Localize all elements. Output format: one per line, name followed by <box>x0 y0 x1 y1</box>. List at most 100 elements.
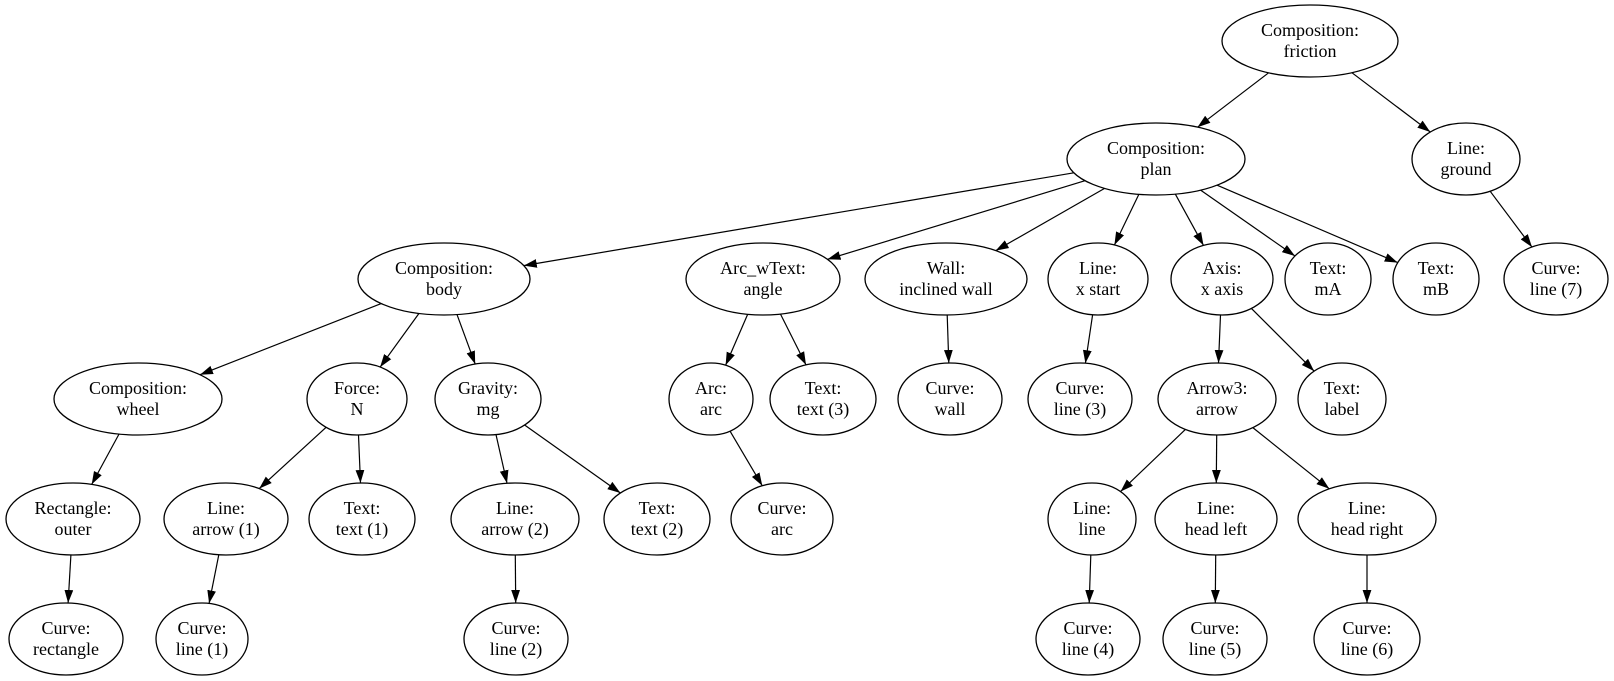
node-type-label: Curve: <box>1056 378 1105 398</box>
node-ellipse <box>897 362 1003 436</box>
node-type-label: Curve: <box>758 498 807 518</box>
node-ellipse <box>357 242 531 316</box>
node-name-label: mA <box>1315 279 1342 299</box>
node-ellipse <box>163 482 289 556</box>
node-arcwtext-angle: Arc_wText:angle <box>685 242 841 316</box>
edge-rectangle-outer-to-curve-rectangle <box>64 554 74 604</box>
node-type-label: Composition: <box>1107 138 1205 158</box>
node-type-label: Text: <box>639 498 676 518</box>
node-name-label: mg <box>476 399 499 419</box>
node-text-label: Text:label <box>1297 362 1387 436</box>
node-type-label: Curve: <box>178 618 227 638</box>
node-curve-arc: Curve:arc <box>730 482 834 556</box>
node-ellipse <box>1157 362 1277 436</box>
node-curve-rectangle: Curve:rectangle <box>8 602 124 676</box>
node-line-line: Line:line <box>1047 482 1137 556</box>
edge-wall-inclined-wall-to-curve-wall <box>943 314 953 364</box>
node-ellipse <box>1313 602 1421 676</box>
node-line-arrow-1: Line:arrow (1) <box>163 482 289 556</box>
edge-arc-arc-to-curve-arc <box>729 430 763 487</box>
node-rectangle-outer: Rectangle:outer <box>5 482 141 556</box>
edge-composition-plan-to-arcwtext-angle <box>827 180 1086 260</box>
node-wall-inclined-wall: Wall:inclined wall <box>864 242 1028 316</box>
edge-composition-wheel-to-rectangle-outer <box>91 433 120 485</box>
node-ellipse <box>53 362 223 436</box>
node-name-label: line (1) <box>176 639 228 660</box>
node-type-label: Text: <box>344 498 381 518</box>
node-name-label: text (2) <box>631 519 683 540</box>
edge-composition-friction-to-line-ground <box>1351 72 1431 133</box>
edge-axis-x-axis-to-text-label <box>1250 307 1315 372</box>
node-type-label: Composition: <box>89 378 187 398</box>
node-name-label: line (6) <box>1341 639 1393 660</box>
edge-composition-friction-to-composition-plan <box>1197 72 1269 128</box>
node-type-label: Wall: <box>927 258 966 278</box>
node-name-label: angle <box>744 279 783 299</box>
node-ellipse <box>450 482 580 556</box>
node-name-label: text (3) <box>797 399 849 420</box>
node-ellipse <box>769 362 877 436</box>
node-name-label: arc <box>771 519 793 539</box>
node-type-label: Text: <box>1324 378 1361 398</box>
edge-composition-body-to-force-n <box>379 313 420 368</box>
node-ellipse <box>1284 242 1372 316</box>
node-ellipse <box>308 482 416 556</box>
node-name-label: outer <box>55 519 92 539</box>
edge-arrow3-arrow-to-line-line <box>1120 428 1186 493</box>
node-ellipse <box>1221 4 1399 78</box>
node-name-label: arrow <box>1196 399 1238 419</box>
node-name-label: arrow (1) <box>192 519 259 540</box>
node-name-label: head right <box>1331 519 1403 539</box>
edge-composition-plan-to-text-mb <box>1216 184 1398 264</box>
edge-composition-body-to-composition-wheel <box>199 303 382 376</box>
edge-gravity-mg-to-text-text-2 <box>524 424 621 494</box>
node-name-label: inclined wall <box>899 279 992 299</box>
node-type-label: Text: <box>805 378 842 398</box>
node-type-label: Force: <box>334 378 380 398</box>
node-name-label: wall <box>935 399 966 419</box>
node-type-label: Arc_wText: <box>720 258 806 278</box>
edge-line-line-to-curve-line-4 <box>1085 554 1095 604</box>
node-type-label: Curve: <box>1343 618 1392 638</box>
node-name-label: head left <box>1185 519 1247 539</box>
node-ellipse <box>1027 362 1133 436</box>
node-ellipse <box>1411 122 1521 196</box>
node-type-label: Curve: <box>1064 618 1113 638</box>
node-ellipse <box>1503 242 1609 316</box>
node-name-label: rectangle <box>33 639 99 659</box>
node-name-label: x start <box>1076 279 1121 299</box>
node-name-label: arc <box>700 399 722 419</box>
node-ellipse <box>730 482 834 556</box>
node-name-label: wheel <box>117 399 160 419</box>
node-curve-line-5: Curve:line (5) <box>1162 602 1268 676</box>
node-ellipse <box>1035 602 1141 676</box>
edge-composition-plan-to-line-x-start <box>1113 194 1140 246</box>
node-ellipse <box>1047 242 1149 316</box>
edge-arcwtext-angle-to-text-text-3 <box>779 313 807 366</box>
node-line-head-right: Line:head right <box>1297 482 1437 556</box>
node-curve-line-4: Curve:line (4) <box>1035 602 1141 676</box>
node-type-label: Rectangle: <box>35 498 112 518</box>
node-type-label: Line: <box>1079 258 1117 278</box>
node-composition-plan: Composition:plan <box>1066 122 1246 196</box>
node-name-label: plan <box>1141 159 1172 179</box>
edge-composition-plan-to-text-ma <box>1200 189 1296 257</box>
node-text-mb: Text:mB <box>1392 242 1480 316</box>
edge-line-arrow-1-to-curve-line-1 <box>207 554 220 604</box>
node-name-label: ground <box>1441 159 1492 179</box>
node-name-label: line (2) <box>490 639 542 660</box>
node-type-label: Axis: <box>1202 258 1241 278</box>
node-composition-friction: Composition:friction <box>1221 4 1399 78</box>
edge-arrow3-arrow-to-line-head-right <box>1252 427 1330 490</box>
node-text-text-1: Text:text (1) <box>308 482 416 556</box>
node-text-text-3: Text:text (3) <box>769 362 877 436</box>
node-gravity-mg: Gravity:mg <box>434 362 542 436</box>
node-name-label: line <box>1079 519 1106 539</box>
edge-gravity-mg-to-line-arrow-2 <box>495 434 509 484</box>
node-type-label: Arrow3: <box>1187 378 1248 398</box>
node-text-ma: Text:mA <box>1284 242 1372 316</box>
node-type-label: Line: <box>1197 498 1235 518</box>
node-name-label: body <box>426 279 462 299</box>
node-line-head-left: Line:head left <box>1154 482 1278 556</box>
node-type-label: Line: <box>207 498 245 518</box>
